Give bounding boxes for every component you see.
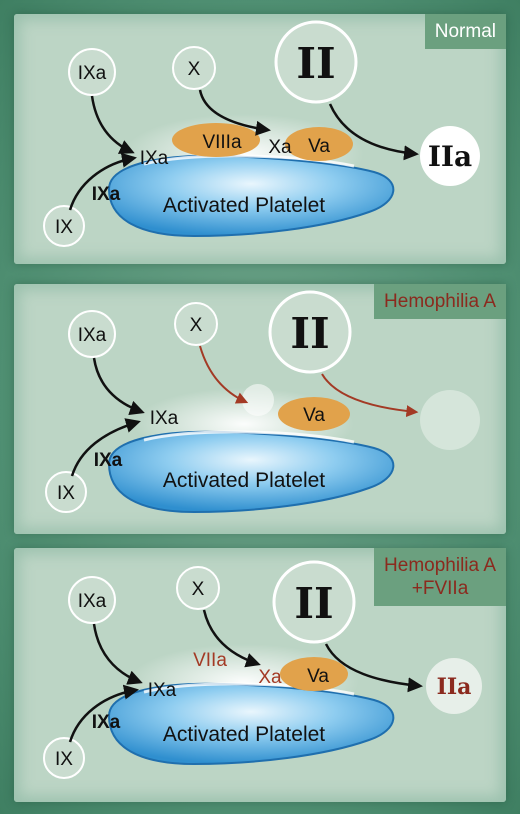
ii-circle xyxy=(274,20,358,104)
ii-label: II xyxy=(290,309,329,358)
va-label: Va xyxy=(308,136,330,157)
x-label: X xyxy=(190,315,203,336)
panel-label-line2: +FVIIa xyxy=(411,578,469,599)
missing-xa-ghost xyxy=(242,384,274,416)
ixa-top-label: IXa xyxy=(78,63,107,84)
x-circle xyxy=(176,566,220,610)
va-cofactor xyxy=(280,657,348,691)
ixa-circle xyxy=(68,48,116,96)
absent-iia-circle xyxy=(420,390,480,450)
arrow-x-to-xa xyxy=(198,89,271,136)
arrow-ix-to-complex xyxy=(68,684,139,743)
iia-label: IIa xyxy=(437,674,472,700)
platelet-label: Activated Platelet xyxy=(163,469,325,492)
ii-label: II xyxy=(294,579,333,628)
pathway-diagram: Activated Platelet VIIIa Va Xa IXa IXa I… xyxy=(43,20,480,247)
arrow-x-to-xa xyxy=(202,609,261,668)
panel-normal: Normal Activated Platelet VIIIa Va Xa IX… xyxy=(14,14,506,264)
x-label: X xyxy=(188,59,201,80)
va-label: Va xyxy=(307,666,329,687)
pathway-diagram: Activated Platelet Va Xa VIIa IXa IXa IX… xyxy=(43,560,482,779)
xa-label: Xa xyxy=(258,667,282,688)
x-circle xyxy=(174,302,218,346)
arrow-ixa-to-complex xyxy=(92,357,145,416)
pathway-diagram: Activated Platelet Va IXa IXa IXa X II I… xyxy=(45,290,480,514)
arrow-ii-to-iia xyxy=(324,643,423,693)
panel-hemophilia-a: Hemophilia A Activated Platelet Va IXa I… xyxy=(14,284,506,534)
arrow-ii-reduced xyxy=(321,373,419,418)
ix-circle xyxy=(43,205,85,247)
ix-label: IX xyxy=(57,483,75,504)
platelet-label: Activated Platelet xyxy=(163,723,325,746)
arrow-ix-to-complex xyxy=(68,152,137,211)
ixa-top-label: IXa xyxy=(78,591,107,612)
iia-circle xyxy=(426,658,482,714)
panel-label: Hemophilia A +FVIIa xyxy=(374,548,506,606)
iia-label: IIa xyxy=(428,140,472,173)
panel-label: Normal xyxy=(424,14,506,49)
ixa-complex-label: IXa xyxy=(150,408,179,429)
ixa-small-label: IXa xyxy=(94,450,123,471)
panel-label-line1: Hemophilia A xyxy=(384,555,496,576)
va-label: Va xyxy=(303,405,325,426)
xa-label: Xa xyxy=(268,137,292,158)
panel-label: Hemophilia A xyxy=(374,284,506,319)
ix-circle xyxy=(45,471,87,513)
ixa-small-label: IXa xyxy=(92,712,121,733)
panel-hemophilia-a-fviia: Hemophilia A +FVIIa Activated Platelet V… xyxy=(14,548,506,802)
ixa-small-label: IXa xyxy=(92,184,121,205)
ixa-complex-label: IXa xyxy=(148,680,177,701)
ii-circle xyxy=(268,290,352,374)
x-circle xyxy=(172,46,216,90)
platelet-label: Activated Platelet xyxy=(163,194,325,217)
ix-circle xyxy=(43,737,85,779)
viiia-label: VIIIa xyxy=(202,132,242,153)
va-cofactor xyxy=(278,397,350,431)
iia-circle xyxy=(420,126,480,186)
arrow-ix-to-complex xyxy=(70,418,141,477)
va-cofactor xyxy=(285,127,353,161)
arrow-ixa-to-complex xyxy=(92,623,143,685)
ii-circle xyxy=(272,560,356,644)
ixa-circle xyxy=(68,310,116,358)
ixa-circle xyxy=(68,576,116,624)
viia-label: VIIa xyxy=(193,650,227,671)
ix-label: IX xyxy=(55,749,73,770)
x-label: X xyxy=(192,579,205,600)
arrow-x-reduced xyxy=(199,345,249,404)
arrow-ixa-to-complex xyxy=(90,95,135,154)
arrow-ii-to-iia xyxy=(328,103,419,161)
ixa-complex-label: IXa xyxy=(140,148,169,169)
ix-label: IX xyxy=(55,217,73,238)
ixa-top-label: IXa xyxy=(78,325,107,346)
viiia-cofactor xyxy=(172,123,260,157)
ii-label: II xyxy=(296,39,335,88)
